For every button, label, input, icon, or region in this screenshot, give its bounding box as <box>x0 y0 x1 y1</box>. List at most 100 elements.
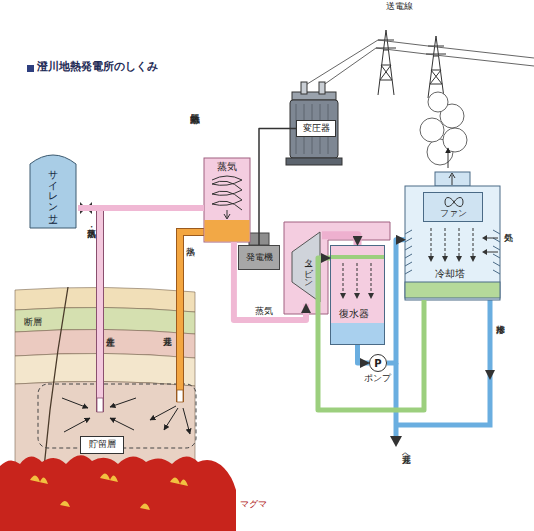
condenser-outline <box>331 246 385 345</box>
well-tip <box>97 398 103 412</box>
flow-arrow <box>110 418 134 430</box>
valve-symbol <box>80 202 92 214</box>
node-label: 冷却塔 <box>435 268 465 279</box>
fan-symbol <box>445 198 463 207</box>
spray-lines <box>343 263 371 293</box>
steam-pipe <box>234 242 306 320</box>
pump-circle: Pポンプ <box>369 354 387 372</box>
generator-box: 発電機 <box>238 245 280 270</box>
cooling-tower: 冷却塔 ファン <box>405 172 500 300</box>
node-label: 復水器 <box>339 308 369 319</box>
connector-group <box>78 129 424 411</box>
steam-plume <box>420 92 467 165</box>
warm-water-pipe <box>387 240 405 363</box>
reinjection-well <box>180 232 204 402</box>
transformer-cap <box>292 92 336 100</box>
flow-arrow <box>64 418 90 432</box>
fan-box: ファン <box>423 192 483 222</box>
flow-arrow <box>150 406 176 420</box>
transformer-body <box>286 82 342 165</box>
generator-exciter <box>249 233 269 245</box>
steam-pipe <box>78 205 204 211</box>
separator-tank: 気水分離器蒸気 <box>204 158 250 242</box>
air-intake <box>487 238 498 252</box>
edge-label: 蒸気 <box>255 307 273 317</box>
condensate-pipe <box>358 345 370 363</box>
plume-puff <box>420 118 444 142</box>
node-label: タービン <box>303 252 313 282</box>
fan-box-outline <box>424 193 484 223</box>
turbine-shape: タービン <box>290 230 322 304</box>
cold-water-basin <box>405 282 500 298</box>
diagram-title: 澄川地熱発電所のしくみ <box>37 61 158 73</box>
arrow-head <box>482 235 487 255</box>
arrow-head <box>428 256 476 262</box>
flow-arrow <box>62 398 88 408</box>
fault-line <box>44 287 68 468</box>
arrow-head <box>390 436 402 447</box>
node-label: ファン <box>440 209 467 219</box>
power-line <box>304 40 534 86</box>
plume-puff <box>443 128 467 152</box>
arrow-head <box>485 370 495 380</box>
node-label: 発電機 <box>246 253 273 263</box>
return-pipe <box>394 363 399 438</box>
node-label: 変圧器 <box>303 124 330 134</box>
exhaust-arrow <box>449 173 455 185</box>
fan-stack <box>435 172 470 186</box>
rock-layer <box>15 381 195 470</box>
production-well <box>97 208 103 412</box>
transformer-tank <box>290 100 338 158</box>
insulator <box>319 82 325 94</box>
condenser-box-outline <box>330 245 385 345</box>
silencer-tank: サイレンサー <box>28 150 78 230</box>
well-tip <box>177 390 183 402</box>
power-wire <box>259 129 296 246</box>
node-label: P <box>374 358 381 369</box>
cooling-water-pipe <box>318 258 424 410</box>
flow-arrow <box>183 408 190 434</box>
flow-arrows <box>62 398 190 434</box>
node-label: 蒸気 <box>217 161 237 172</box>
transformer-base <box>286 158 342 165</box>
reinjection-well <box>180 232 204 402</box>
callout-text: 送電線 <box>386 2 413 12</box>
turbine-outline <box>292 232 320 302</box>
rock-layer <box>15 353 195 386</box>
falling-water <box>431 228 473 256</box>
louvre <box>405 230 500 274</box>
flow-arrow <box>110 398 136 407</box>
condensate <box>330 323 385 345</box>
node-label: 貯留層 <box>89 440 116 450</box>
plume-puff <box>428 92 448 112</box>
node-caption: ポンプ <box>364 374 391 384</box>
separator-shape <box>204 158 250 242</box>
magma <box>0 455 236 531</box>
arrow-head <box>340 293 374 299</box>
title-bullet <box>27 65 34 72</box>
magma-flame <box>30 473 188 510</box>
spray-header <box>330 255 385 259</box>
callout-text: 還元井へ <box>401 448 411 458</box>
insulator <box>301 82 307 94</box>
ground-layers <box>15 287 195 470</box>
transmission-tower <box>426 36 446 98</box>
steam-space <box>330 245 385 323</box>
exhaust-arrow <box>448 148 449 168</box>
node-label: サイレンサー <box>48 163 59 218</box>
exhaust-duct <box>322 235 358 245</box>
spiral-flow <box>212 176 242 210</box>
silencer-shape <box>30 155 76 228</box>
callout-text: マグマ <box>240 500 267 510</box>
condenser-box: 復水器 <box>330 245 385 345</box>
hot-water <box>205 220 250 242</box>
callout-text: 断層 <box>24 318 42 328</box>
transformer-label-box: 変圧器 <box>296 120 336 137</box>
transmission-tower <box>376 30 446 98</box>
reservoir-label-box: 貯留層 <box>80 436 124 454</box>
production-well <box>96 208 104 412</box>
discharge-pipe <box>396 300 490 425</box>
